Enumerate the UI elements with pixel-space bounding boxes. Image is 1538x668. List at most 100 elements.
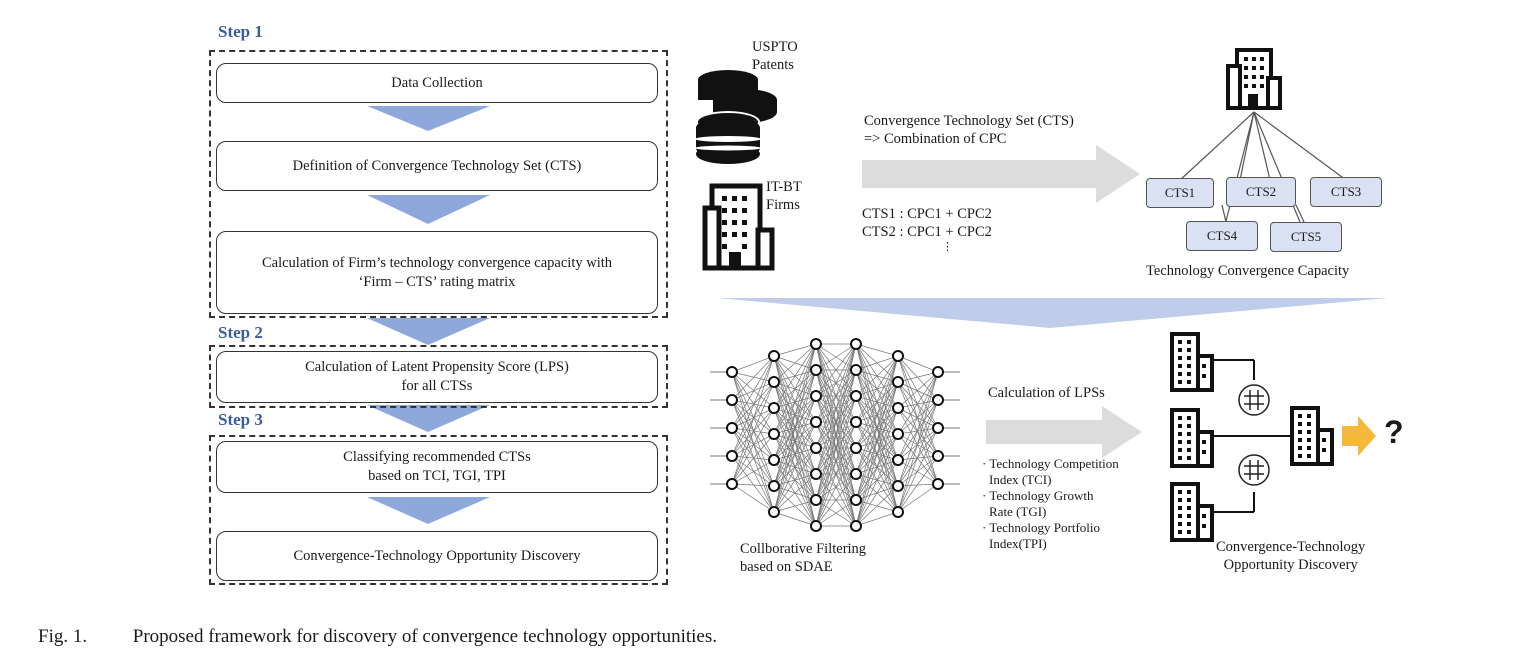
nn-node [850, 338, 862, 350]
cts-definition: Convergence Technology Set (CTS) => Comb… [864, 112, 1074, 148]
nn-edge [731, 433, 775, 457]
cf-label: Collborative Filtering based on SDAE [740, 540, 866, 576]
nn-edge [897, 433, 939, 485]
nn-node [768, 454, 780, 466]
nn-node [892, 454, 904, 466]
cf-line2: based on SDAE [740, 559, 833, 575]
process-discovery: Convergence-Technology Opportunity Disco… [216, 531, 658, 581]
nn-edge [897, 371, 939, 383]
step1-group [209, 50, 668, 318]
nn-edge [897, 459, 939, 485]
nn-edge [731, 371, 775, 461]
nn-node [726, 478, 738, 490]
nn-node [726, 422, 738, 434]
nn-edge [897, 427, 939, 513]
building-icon [702, 183, 775, 271]
cf-line1: Collborative Filtering [740, 541, 867, 557]
nn-node [892, 480, 904, 492]
nn-edge [731, 381, 775, 401]
nn-edge [897, 371, 939, 513]
nn-edge [897, 483, 939, 487]
figure-caption: Fig. 1. Proposed framework for discovery… [38, 626, 717, 648]
nn-node [768, 428, 780, 440]
nn-edge [815, 343, 857, 397]
index-list: · Technology Competition Index (TCI) · T… [982, 456, 1119, 552]
process-calc-lps: Calculation of Latent Propensity Score (… [216, 351, 658, 403]
nn-edge [731, 433, 775, 485]
nn-edge [897, 355, 939, 429]
process-label: Calculation of Latent Propensity Score (… [305, 359, 569, 375]
nn-edge [731, 399, 775, 435]
nn-edge [855, 511, 899, 527]
step2-label: Step 2 [218, 323, 263, 342]
nn-node [850, 442, 862, 454]
nn-edge [855, 459, 899, 527]
nn-edge [897, 355, 939, 457]
nn-edge [773, 343, 817, 435]
process-label: Data Collection [391, 74, 483, 91]
nn-edge [897, 407, 939, 485]
nn-edge [773, 343, 817, 357]
nn-edge [897, 407, 939, 429]
nn-edge [897, 381, 939, 429]
building-icon [1170, 408, 1214, 468]
nn-node [892, 350, 904, 362]
nn-edge [815, 343, 857, 449]
cts-examples: CTS1 : CPC1 + CPC2 CTS2 : CPC1 + CPC2 ⋮ [862, 205, 992, 253]
nn-node [892, 506, 904, 518]
index-tci-2: Index (TCI) [989, 472, 1052, 487]
nn-edge [773, 499, 817, 513]
router-icon [1238, 384, 1270, 416]
discovery-label: Convergence-Technology Opportunity Disco… [1216, 538, 1365, 574]
nn-edge [731, 483, 775, 513]
nn-edge [897, 407, 939, 457]
nn-edge [731, 371, 775, 513]
nn-node [850, 494, 862, 506]
nn-node [768, 480, 780, 492]
nn-edge [773, 395, 817, 513]
nn-edge [731, 407, 775, 429]
nn-node [932, 450, 944, 462]
nn-edge [773, 343, 817, 487]
discovery-line1: Convergence-Technology [1216, 539, 1366, 555]
nn-edge [897, 483, 939, 513]
nn-edge [731, 371, 775, 409]
nn-node [810, 338, 822, 350]
process-data-collection: Data Collection [216, 63, 658, 103]
building-icon [1226, 48, 1282, 110]
index-tpi-2: Index(TPI) [989, 536, 1047, 551]
caption-label: Fig. 1. [38, 626, 88, 647]
nn-edge [731, 427, 775, 461]
capacity-label: Technology Convergence Capacity [1146, 263, 1350, 279]
nn-node [932, 478, 944, 490]
nn-edge [773, 369, 817, 513]
nn-edge [773, 343, 817, 383]
nn-edge [731, 399, 775, 461]
nn-edge [897, 371, 939, 461]
nn-edge [731, 427, 775, 487]
nn-node [892, 402, 904, 414]
arrow-right-icon [862, 145, 1140, 203]
router-icon [1238, 454, 1270, 486]
nn-edge [897, 355, 939, 373]
nn-node [810, 442, 822, 454]
step3-label: Step 3 [218, 410, 263, 429]
index-tgi-1: · Technology Growth [982, 488, 1094, 503]
nn-edge [815, 343, 857, 475]
nn-node [932, 394, 944, 406]
nn-edge [897, 355, 939, 401]
uspto-label: USPTO Patents [752, 38, 798, 74]
process-classify: Classifying recommended CTSs based on TC… [216, 441, 658, 493]
nn-edge [897, 355, 939, 485]
nn-node [892, 376, 904, 388]
index-tci-1: · Technology Competition [982, 456, 1119, 471]
nn-edge [731, 381, 775, 485]
nn-edge [731, 355, 775, 401]
building-icon [1170, 482, 1214, 542]
nn-edge [897, 371, 939, 487]
arrow-right-icon [986, 406, 1142, 458]
nn-edge [815, 343, 857, 371]
nn-edge [773, 447, 817, 513]
nn-node [726, 394, 738, 406]
